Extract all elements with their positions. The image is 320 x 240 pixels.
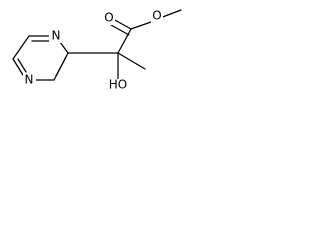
bond-ester-oxygen-to-methyl: [159, 9, 182, 19]
bond-quaternary-carbon-to-carbonyl-carbon: [117, 28, 132, 54]
atom-bg-o-single: [151, 10, 163, 23]
ring-bond-c2-c3: [12, 35, 30, 60]
ring-double-inner-c3-n2: [17, 58, 27, 73]
atom-bg-n-top: [49, 30, 62, 43]
atom-bg-o-carbonyl: [103, 12, 115, 25]
pyrazine-nitrogen-bottom-label: N: [25, 73, 34, 87]
pyrazine-nitrogen-top-label: N: [52, 29, 61, 43]
atom-bg-n-bottom: [23, 74, 36, 87]
atom-labels: N N O O HO: [23, 9, 163, 92]
hydroxyl-group-label: HO: [109, 78, 127, 92]
structure-canvas: N N O O HO: [0, 0, 196, 116]
bond-carbonyl-double-outer: [112, 18, 132, 30]
chemical-structure: N N O O HO: [12, 9, 182, 92]
bond-quaternary-carbon-to-methyl: [117, 52, 146, 70]
ring-bond-c3-n2: [12, 58, 24, 76]
ring-bond-c1-n1: [59, 41, 69, 54]
ester-oxygen-single-label: O: [152, 9, 161, 23]
bond-carbonyl-carbon-to-ester-oxygen: [130, 21, 152, 30]
ester-oxygen-carbonyl-label: O: [104, 11, 113, 25]
ring-double-inner-c4-c1: [55, 56, 67, 77]
bond-carbonyl-double-inner: [110, 24, 130, 36]
bond-lines: [12, 9, 182, 81]
atom-bg-hydroxyl: [107, 79, 129, 92]
